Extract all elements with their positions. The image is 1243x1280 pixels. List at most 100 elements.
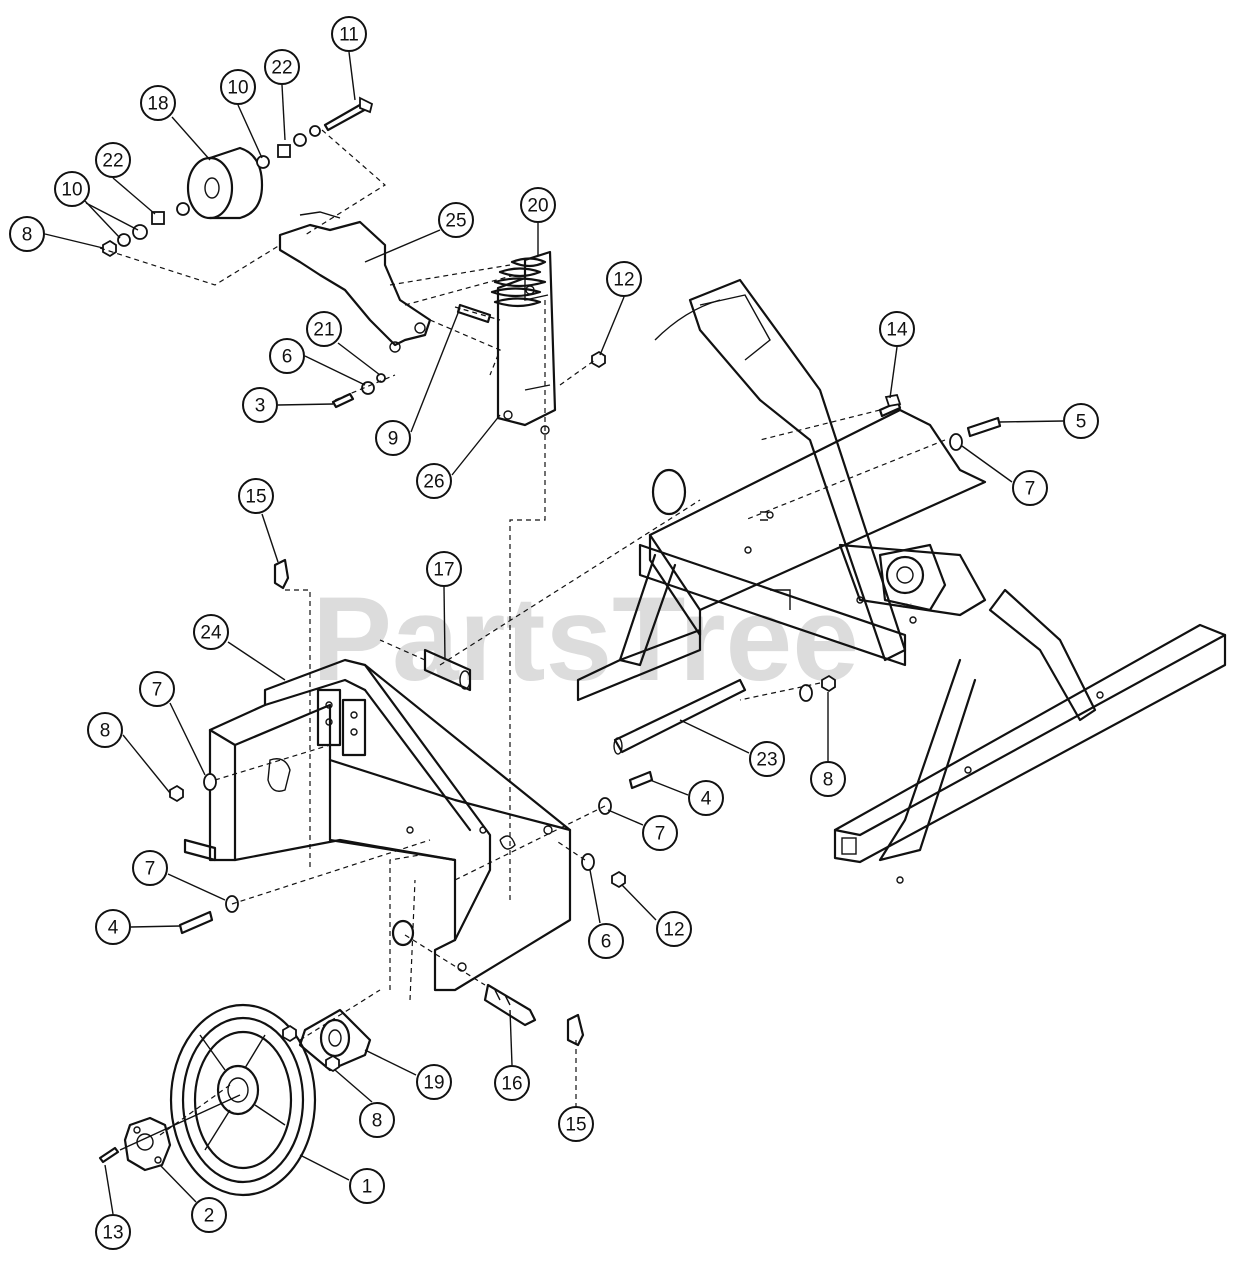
callout-label: 19 (423, 1073, 444, 1094)
callout-8: 8 (810, 761, 846, 797)
main-frame (576, 278, 1227, 884)
callout-label: 21 (313, 320, 334, 341)
callout-connectors (44, 51, 1064, 1215)
callout-label: 6 (601, 932, 612, 953)
callout-18: 18 (140, 85, 176, 121)
callout-circle (269, 338, 305, 374)
callout-label: 10 (61, 180, 82, 201)
callout-circle (54, 171, 90, 207)
callout-26: 26 (416, 463, 452, 499)
callout-label: 6 (282, 347, 293, 368)
callout-label: 9 (388, 429, 399, 450)
callout-label: 15 (245, 487, 266, 508)
callout-circle (220, 69, 256, 105)
callout-circle (359, 1102, 395, 1138)
callout-11: 11 (331, 16, 367, 52)
callout-15: 15 (238, 478, 274, 514)
callout-7: 7 (642, 815, 678, 851)
idler-assembly (186, 146, 557, 435)
callout-label: 11 (339, 25, 359, 46)
callout-6: 6 (588, 923, 624, 959)
callout-label: 3 (255, 396, 266, 417)
callout-7: 7 (1012, 470, 1048, 506)
watermark-text: PartsTree (312, 572, 859, 706)
callout-21: 21 (306, 311, 342, 347)
callout-circle (238, 478, 274, 514)
callout-circle (416, 1064, 452, 1100)
callout-label: 24 (200, 623, 222, 644)
callout-label: 25 (445, 211, 466, 232)
callout-circle (306, 311, 342, 347)
callouts: 1122101822108252012216392614571517247823… (9, 16, 1099, 1250)
callout-circle (438, 202, 474, 238)
callout-8: 8 (9, 216, 45, 252)
callout-label: 18 (147, 94, 168, 115)
callout-4: 4 (688, 780, 724, 816)
callout-label: 1 (362, 1177, 373, 1198)
callout-label: 10 (227, 78, 248, 99)
callout-label: 14 (886, 320, 908, 341)
callout-circle (810, 761, 846, 797)
callout-3: 3 (242, 387, 278, 423)
callout-15: 15 (558, 1106, 594, 1142)
callout-circle (1063, 403, 1099, 439)
callout-8: 8 (359, 1102, 395, 1138)
callout-12: 12 (606, 261, 642, 297)
callout-6: 6 (269, 338, 305, 374)
callout-label: 12 (613, 270, 634, 291)
callout-label: 22 (102, 151, 123, 172)
callout-circle (375, 420, 411, 456)
callout-24: 24 (193, 614, 229, 650)
callout-circle (426, 551, 462, 587)
callout-label: 17 (433, 560, 454, 581)
callout-14: 14 (879, 311, 915, 347)
callout-circle (331, 16, 367, 52)
callout-circle (642, 815, 678, 851)
callout-circle (558, 1106, 594, 1142)
callout-circle (749, 741, 785, 777)
callout-label: 23 (756, 750, 777, 771)
callout-22: 22 (95, 142, 131, 178)
callout-2: 2 (191, 1197, 227, 1233)
callout-5: 5 (1063, 403, 1099, 439)
callout-7: 7 (132, 850, 168, 886)
callout-circle (242, 387, 278, 423)
callout-label: 20 (527, 196, 548, 217)
callout-label: 7 (145, 859, 156, 880)
callout-label: 8 (22, 225, 33, 246)
callout-13: 13 (95, 1214, 131, 1250)
callout-22: 22 (264, 49, 300, 85)
callout-circle (520, 187, 556, 223)
callout-circle (139, 671, 175, 707)
callout-label: 7 (1025, 479, 1036, 500)
callout-label: 13 (102, 1223, 123, 1244)
callout-circle (606, 261, 642, 297)
callout-12: 12 (656, 911, 692, 947)
callout-20: 20 (520, 187, 556, 223)
callout-label: 4 (701, 789, 712, 810)
callout-label: 5 (1076, 412, 1087, 433)
callout-label: 16 (501, 1074, 522, 1095)
callout-7: 7 (139, 671, 175, 707)
callout-circle (1012, 470, 1048, 506)
callout-circle (349, 1168, 385, 1204)
callout-label: 22 (271, 58, 292, 79)
callout-label: 12 (663, 920, 684, 941)
callout-16: 16 (494, 1065, 530, 1101)
callout-circle (132, 850, 168, 886)
callout-19: 19 (416, 1064, 452, 1100)
callout-circle (416, 463, 452, 499)
callout-circle (264, 49, 300, 85)
callout-circle (193, 614, 229, 650)
callout-circle (494, 1065, 530, 1101)
callout-label: 7 (655, 824, 666, 845)
callout-circle (879, 311, 915, 347)
callout-circle (95, 142, 131, 178)
leader-lines (99, 129, 946, 1151)
callout-9: 9 (375, 420, 411, 456)
callout-circle (9, 216, 45, 252)
callout-4: 4 (95, 909, 131, 945)
callout-10: 10 (54, 171, 90, 207)
callout-label: 4 (108, 918, 119, 939)
